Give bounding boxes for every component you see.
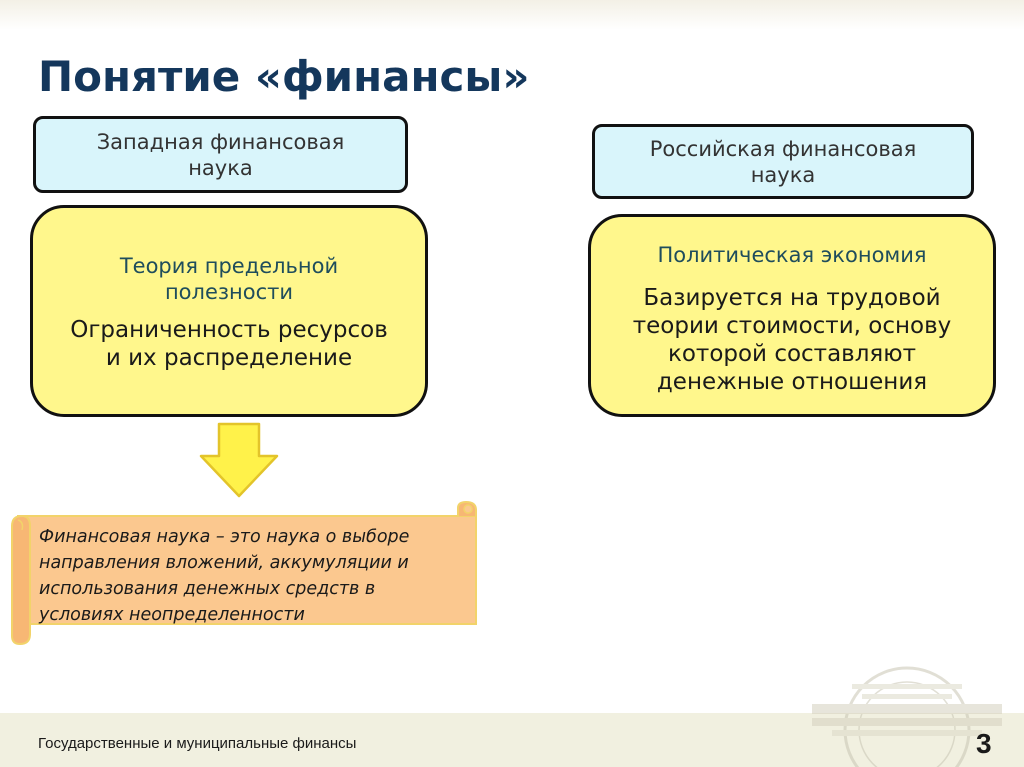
western-body-line-2: и их распределение [105, 345, 353, 371]
western-science-concept: Теория предельной полезности Ограниченно… [30, 205, 428, 417]
russian-body-line-2: теории стоимости, основу [632, 313, 952, 339]
slide-title: Понятие «финансы» [38, 52, 530, 101]
russian-subtitle-line-1: Политическая экономия [657, 243, 927, 267]
western-body: Ограниченность ресурсов и их распределен… [33, 316, 425, 372]
western-subtitle: Теория предельной полезности [33, 253, 425, 305]
western-science-header: Западная финансовая наука [33, 116, 408, 193]
definition-line-2: направления вложений, аккумуляции и [39, 553, 409, 573]
russian-body-line-1: Базируется на трудовой [643, 285, 941, 311]
definition-line-1: Финансовая наука – это наука о выборе [39, 527, 410, 547]
footer-course-title: Государственные и муниципальные финансы [38, 735, 357, 752]
university-seal-watermark [812, 666, 1002, 767]
western-subtitle-line-1: Теория предельной [119, 254, 339, 278]
down-arrow-icon [199, 422, 279, 498]
definition-line-4: условиях неопределенности [39, 605, 305, 625]
top-strip [0, 0, 1024, 30]
western-body-line-1: Ограниченность ресурсов [70, 317, 388, 343]
russian-body-line-4: денежные отношения [656, 369, 928, 395]
definition-text: Финансовая наука – это наука о выборе на… [39, 524, 474, 628]
russian-science-header: Российская финансовая наука [592, 124, 974, 199]
russian-header-line-2: наука [750, 162, 816, 187]
definition-line-3: использования денежных средств в [39, 579, 376, 599]
russian-body-line-3: которой составляют [667, 341, 917, 367]
russian-science-concept: Политическая экономия Базируется на труд… [588, 214, 996, 417]
definition-scroll [11, 500, 477, 645]
russian-subtitle: Политическая экономия [591, 242, 993, 268]
western-header-line-2: наука [188, 155, 253, 180]
page-number: 3 [976, 728, 992, 759]
western-header-line-1: Западная финансовая [96, 129, 345, 154]
western-subtitle-line-2: полезности [164, 280, 294, 304]
russian-body: Базируется на трудовой теории стоимости,… [591, 284, 993, 396]
russian-header-line-1: Российская финансовая [649, 136, 917, 161]
